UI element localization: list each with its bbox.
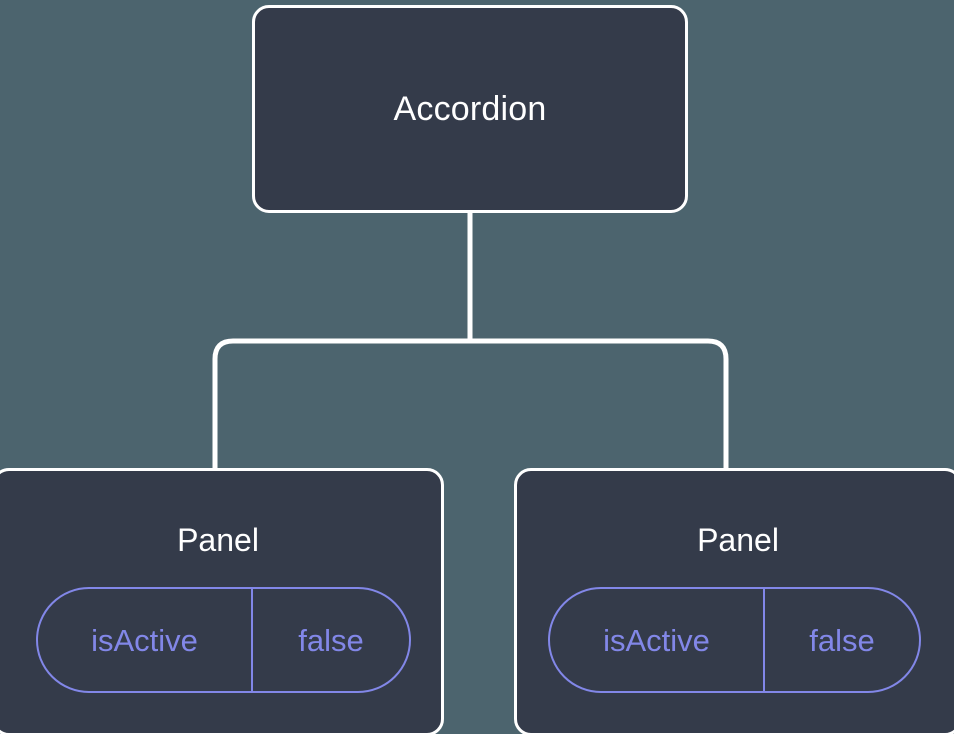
node-panel-1-label: Panel bbox=[177, 522, 259, 558]
state-badge-panel-1[interactable]: isActive false bbox=[36, 587, 411, 693]
state-badge-panel-2[interactable]: isActive false bbox=[548, 587, 921, 693]
state-value-panel-1: false bbox=[298, 622, 364, 658]
state-value-panel-2: false bbox=[809, 622, 875, 658]
node-panel-2-label: Panel bbox=[697, 522, 779, 558]
edge-split-bar bbox=[212, 338, 729, 470]
node-accordion-label: Accordion bbox=[393, 90, 547, 128]
node-accordion[interactable]: Accordion bbox=[252, 5, 688, 213]
state-key-panel-2: isActive bbox=[550, 589, 765, 691]
state-key-panel-1: isActive bbox=[38, 589, 253, 691]
